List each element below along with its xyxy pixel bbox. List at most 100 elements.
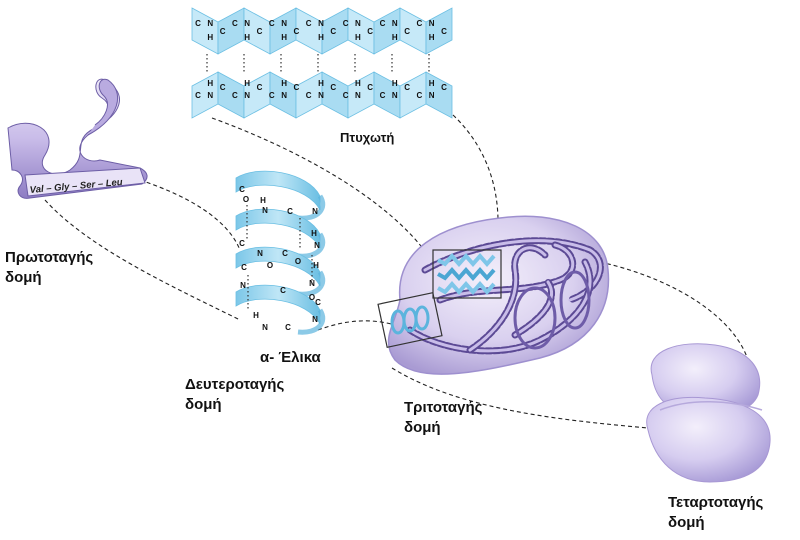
connector-tertiary-to-quaternary-bottom bbox=[391, 367, 649, 429]
sheet-atom-C: C bbox=[380, 91, 386, 100]
sheet-atom-H: H bbox=[244, 79, 250, 88]
helix-atom-N: N bbox=[314, 241, 320, 250]
tertiary-label-line1: Τριτοταγής bbox=[404, 399, 483, 416]
sheet-panel bbox=[373, 7, 401, 55]
residue-4: Leu bbox=[105, 177, 123, 189]
tertiary-sheet-box bbox=[432, 249, 502, 299]
tertiary-label-line2: δομή bbox=[404, 419, 441, 436]
sheet-atom-C: C bbox=[330, 83, 336, 92]
sheet-atom-C: C bbox=[367, 27, 373, 36]
sheet-atom-C: C bbox=[343, 19, 349, 28]
sheet-atom-C: C bbox=[294, 27, 300, 36]
quaternary-seam bbox=[659, 401, 763, 411]
quaternary-subunit-bottom bbox=[646, 396, 771, 483]
tertiary-strand-highlight bbox=[468, 246, 547, 352]
tertiary-helix-coil bbox=[390, 305, 430, 335]
quaternary-label: Τεταρτοταγής δομή bbox=[668, 493, 763, 533]
sheet-atom-C: C bbox=[269, 19, 275, 28]
sheet-atom-N: N bbox=[244, 91, 250, 100]
residue-3: Ser bbox=[79, 179, 97, 191]
sheet-atom-H: H bbox=[207, 79, 213, 88]
tertiary-sheet-strand bbox=[437, 266, 496, 282]
sheet-atom-C: C bbox=[257, 83, 263, 92]
sheet-atom-C: C bbox=[269, 91, 275, 100]
sheet-atom-N: N bbox=[392, 91, 398, 100]
helix-hbonds bbox=[246, 205, 313, 310]
helix-turn bbox=[235, 284, 321, 325]
helix-atom-H: H bbox=[311, 229, 317, 238]
residue-sep-3: – bbox=[95, 178, 106, 190]
sheet-atom-C: C bbox=[195, 19, 201, 28]
sheet-atom-H: H bbox=[207, 33, 213, 42]
helix-atom-H: H bbox=[253, 311, 259, 320]
tertiary-strand-highlight bbox=[423, 239, 602, 302]
helix-turn bbox=[235, 246, 321, 287]
sheet-atom-N: N bbox=[429, 19, 435, 28]
sheet-panel bbox=[295, 7, 323, 55]
coil-loop-3 bbox=[414, 305, 430, 331]
sheet-atom-H: H bbox=[318, 33, 324, 42]
sheet-atom-N: N bbox=[392, 19, 398, 28]
sheet-atom-N: N bbox=[281, 91, 287, 100]
helix-atom-H: H bbox=[313, 261, 319, 270]
connector-ribbon-to-helix-top bbox=[139, 179, 241, 251]
helix-atom-N: N bbox=[262, 323, 268, 332]
quaternary-label-line1: Τεταρτοταγής bbox=[668, 494, 764, 511]
primary-label: Πρωτοταγής δομή bbox=[5, 248, 93, 288]
sheet-atom-C: C bbox=[417, 91, 423, 100]
sheet-atom-H: H bbox=[392, 33, 398, 42]
sheet-atom-C: C bbox=[220, 27, 226, 36]
tertiary-structure bbox=[377, 215, 610, 375]
helix-back bbox=[297, 308, 326, 335]
pleated-label: Πτυχωτή bbox=[340, 130, 395, 145]
sheet-atom-C: C bbox=[306, 19, 312, 28]
sheet-atom-C: C bbox=[417, 19, 423, 28]
sheet-panel bbox=[269, 7, 297, 55]
sheet-atom-H: H bbox=[281, 33, 287, 42]
tertiary-sheet-strand bbox=[437, 280, 496, 296]
sheet-atom-N: N bbox=[355, 91, 361, 100]
secondary-label-line2: δομή bbox=[185, 396, 222, 413]
helix-atom-C: C bbox=[287, 207, 293, 216]
sheet-atom-C: C bbox=[330, 27, 336, 36]
tertiary-label: Τριτοταγής δομή bbox=[404, 398, 482, 438]
connector-lines bbox=[44, 114, 749, 429]
helix-bands bbox=[235, 170, 326, 335]
sheet-atom-C: C bbox=[257, 27, 263, 36]
sheet-atom-H: H bbox=[429, 79, 435, 88]
sheet-hydrogen-bonds bbox=[206, 54, 430, 72]
tertiary-sheet-strand bbox=[437, 252, 496, 268]
sheet-atom-N: N bbox=[207, 19, 213, 28]
sheet-atom-C: C bbox=[404, 27, 410, 36]
sheet-atom-H: H bbox=[318, 79, 324, 88]
primary-structure-ribbon: Val – Gly – Ser – Leu bbox=[7, 78, 148, 199]
sheet-atom-N: N bbox=[429, 91, 435, 100]
sheet-atom-N: N bbox=[281, 19, 287, 28]
helix-atom-N: N bbox=[240, 281, 246, 290]
alpha-helix-label: α- Έλικα bbox=[260, 349, 321, 366]
sheet-atom-C: C bbox=[441, 83, 447, 92]
helix-atom-H: H bbox=[260, 196, 266, 205]
helix-atom-C: C bbox=[239, 185, 245, 194]
sheet-panel bbox=[217, 71, 245, 119]
sheet-atom-C: C bbox=[367, 83, 373, 92]
connector-sheet-to-tertiary-left bbox=[211, 117, 431, 259]
quaternary-structure bbox=[646, 343, 771, 483]
sheet-atom-N: N bbox=[207, 91, 213, 100]
sheet-atom-H: H bbox=[355, 79, 361, 88]
helix-atom-O: O bbox=[295, 257, 301, 266]
sheet-atom-N: N bbox=[318, 19, 324, 28]
helix-turn bbox=[235, 170, 321, 211]
helix-atom-C: C bbox=[239, 239, 245, 248]
primary-label-line2: δομή bbox=[5, 269, 42, 286]
sheet-atom-H: H bbox=[355, 33, 361, 42]
helix-atom-C: C bbox=[280, 286, 286, 295]
tertiary-loop bbox=[513, 286, 557, 350]
tertiary-strand-highlight bbox=[513, 280, 554, 337]
sheet-panel bbox=[191, 7, 219, 55]
quaternary-label-line2: δομή bbox=[668, 514, 705, 531]
residue-sep-1: – bbox=[43, 183, 54, 195]
tertiary-chain bbox=[406, 237, 604, 355]
residue-2: Gly bbox=[54, 181, 71, 193]
